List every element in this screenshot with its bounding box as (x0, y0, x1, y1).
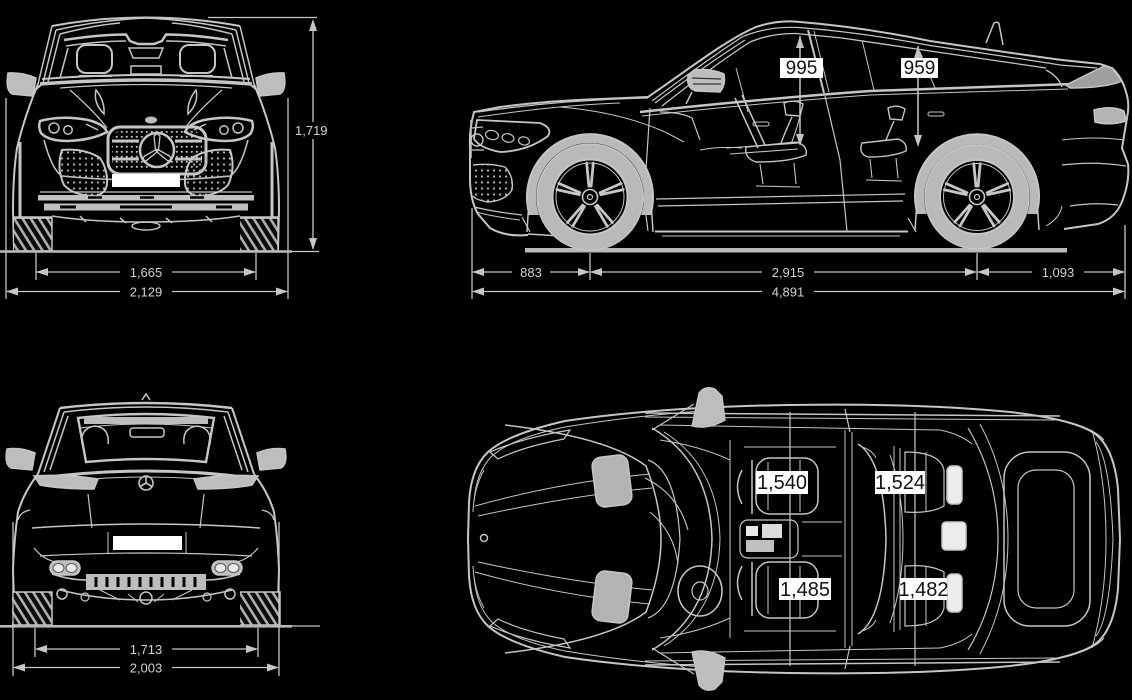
svg-text:1,713: 1,713 (130, 642, 163, 657)
svg-text:1,482: 1,482 (898, 579, 948, 601)
svg-text:2,129: 2,129 (130, 285, 163, 300)
svg-text:1,540: 1,540 (757, 472, 807, 494)
svg-text:995: 995 (786, 58, 818, 79)
svg-text:1,719: 1,719 (295, 123, 328, 138)
svg-text:959: 959 (904, 58, 936, 79)
svg-text:883: 883 (520, 265, 542, 280)
svg-text:4,891: 4,891 (772, 285, 805, 300)
svg-text:2,003: 2,003 (130, 661, 163, 676)
svg-text:2,915: 2,915 (772, 265, 805, 280)
svg-text:1,485: 1,485 (780, 579, 830, 601)
svg-text:1,665: 1,665 (130, 265, 163, 280)
svg-text:1,093: 1,093 (1042, 265, 1075, 280)
svg-text:1,524: 1,524 (875, 472, 925, 494)
